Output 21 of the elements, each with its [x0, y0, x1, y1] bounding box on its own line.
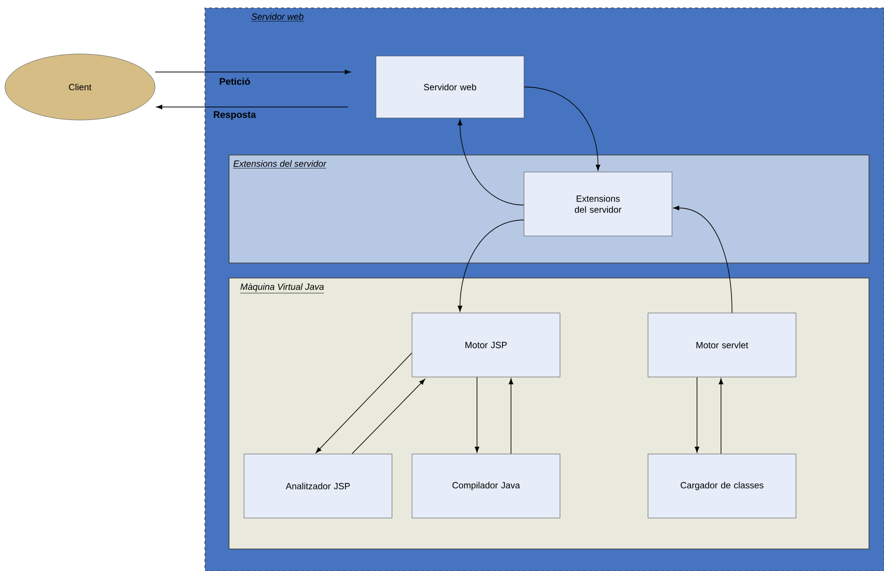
arrow [524, 86, 600, 171]
process-box: Cargador de classes [648, 454, 796, 518]
arrow [154, 70, 351, 74]
arrow [316, 352, 412, 454]
arrow [458, 220, 524, 312]
arrow [458, 119, 524, 206]
edge-label: Resposta [214, 111, 256, 120]
arrow [156, 104, 348, 110]
process-box: Extensions del servidor [524, 172, 672, 236]
process-box: Compilador Java [412, 454, 560, 518]
process-box: Motor JSP [412, 312, 560, 378]
arrow [718, 378, 724, 454]
arrow [508, 378, 514, 454]
arrow [352, 378, 426, 454]
process-box: Servidor web [376, 56, 524, 118]
edge-label: Petició [220, 78, 250, 85]
process-box: Analitzador JSP [244, 454, 392, 518]
arrow [694, 376, 700, 453]
arrow [474, 376, 480, 453]
arrow [673, 206, 732, 314]
process-box: Motor servlet [648, 312, 796, 378]
